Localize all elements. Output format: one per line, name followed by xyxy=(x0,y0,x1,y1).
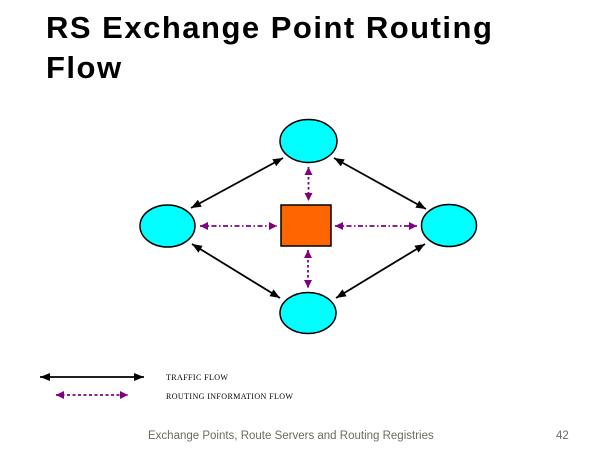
peer-node-top xyxy=(279,118,338,164)
traffic-flow-edge-top-right xyxy=(333,157,427,210)
page-number: 42 xyxy=(556,430,569,442)
peer-node-right xyxy=(420,203,478,248)
footer-title: Exchange Points, Route Servers and Routi… xyxy=(148,430,434,442)
legend-traffic-flow-label: TRAFFIC FLOW xyxy=(166,373,229,382)
peer-node-left xyxy=(139,204,196,248)
route-server-node xyxy=(280,204,332,247)
legend-routing-info-label: ROUTING INFORMATION FLOW xyxy=(166,392,294,401)
traffic-flow-edge-bottom-right xyxy=(335,243,426,299)
traffic-flow-edge-left-top xyxy=(190,157,284,209)
slide-title: RS Exchange Point Routing Flow xyxy=(46,10,494,85)
traffic-flow-edge-left-bottom xyxy=(191,243,281,299)
peer-node-bottom xyxy=(279,291,337,335)
